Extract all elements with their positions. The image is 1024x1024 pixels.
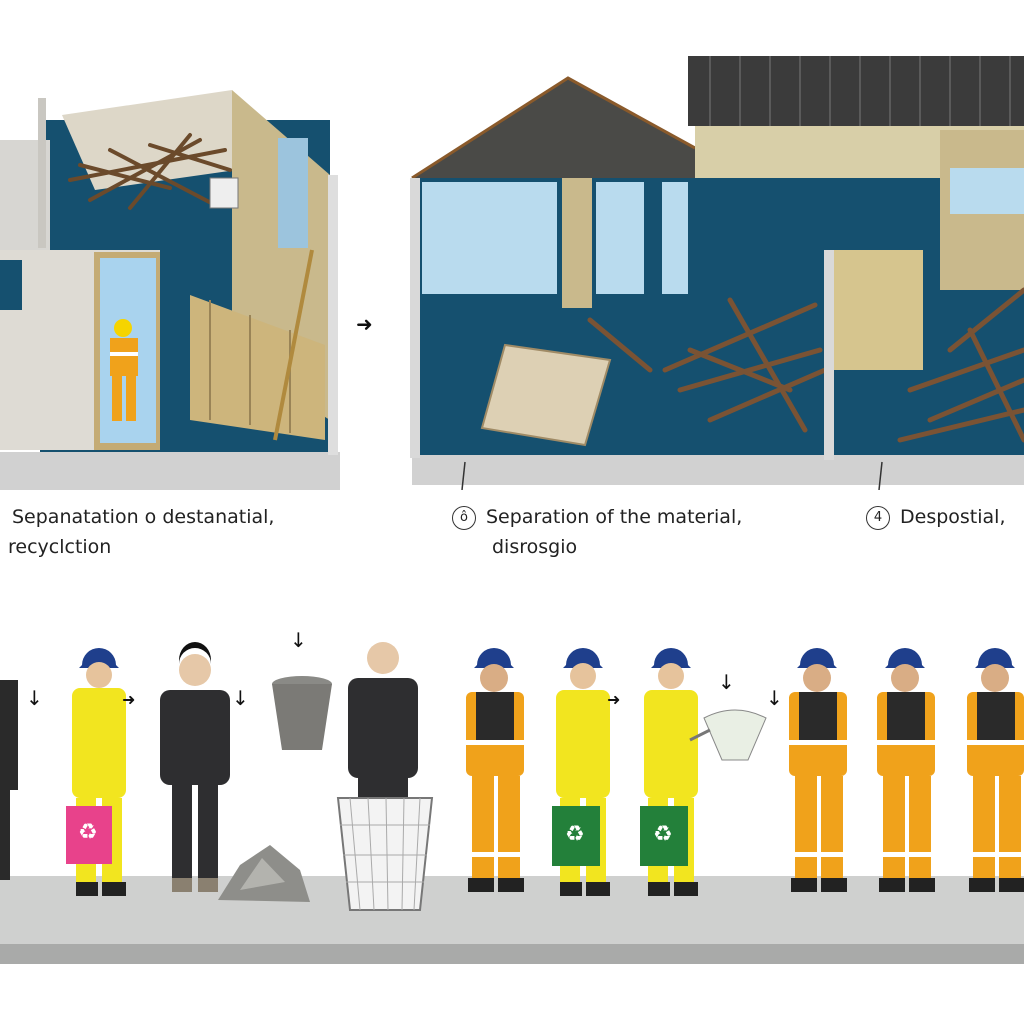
worker-orange-hivis <box>466 648 524 892</box>
pink-bin <box>66 806 112 864</box>
workers-row <box>0 642 1024 911</box>
caption-left: Sepanatation o destanatial, recyclction <box>8 502 275 562</box>
worker-orange-hivis <box>789 648 847 892</box>
arrow-right-icon: ➜ <box>356 312 373 336</box>
caption-middle-line2: disrosgio <box>492 536 578 558</box>
floor-edge <box>0 944 1024 964</box>
worker-figure <box>110 319 138 421</box>
arrow-right-icon: ➜ <box>122 690 136 709</box>
recycle-icon: ♻ <box>653 822 673 847</box>
caption-left-line1: Sepanatation o destanatial, <box>12 506 275 528</box>
rubble-pile <box>218 845 310 902</box>
recycle-icon: ♻ <box>565 822 585 847</box>
sieve-net <box>703 709 767 761</box>
arrow-down-icon: ↓ <box>232 686 249 710</box>
arrow-down-icon: ↓ <box>718 670 735 694</box>
arrow-down-icon: ↓ <box>290 628 307 652</box>
green-bin <box>552 806 600 866</box>
person-bald <box>348 642 418 818</box>
person-black-hoodie <box>160 642 230 892</box>
green-bin <box>640 806 688 866</box>
caption-right: 4 Despostial, <box>866 502 1006 532</box>
arrow-down-icon: ↓ <box>766 686 783 710</box>
arrow-right-icon: ➜ <box>607 690 621 709</box>
wire-basket <box>336 797 434 911</box>
worker-orange-hivis <box>967 648 1024 892</box>
worker-yellow-coverall <box>66 648 126 896</box>
stripped-house-panel <box>410 56 1024 490</box>
recycle-icon: ♻ <box>78 820 98 845</box>
person-black-partial <box>0 680 18 880</box>
grey-bucket <box>272 676 332 750</box>
caption-left-line2: recyclction <box>8 536 112 558</box>
demolition-scene-panel <box>0 90 340 490</box>
worker-orange-hivis <box>877 648 935 892</box>
worker-yellow-coverall <box>640 648 767 896</box>
caption-middle: ô Separation of the material, disrosgio <box>452 502 742 562</box>
caption-middle-line1: Separation of the material, <box>486 506 743 528</box>
caption-right-line1: Despostial, <box>900 506 1006 528</box>
step-marker: 4 <box>866 505 890 530</box>
arrow-down-icon: ↓ <box>26 686 43 710</box>
worker-yellow-coverall <box>552 648 610 896</box>
step-marker: ô <box>452 505 476 530</box>
